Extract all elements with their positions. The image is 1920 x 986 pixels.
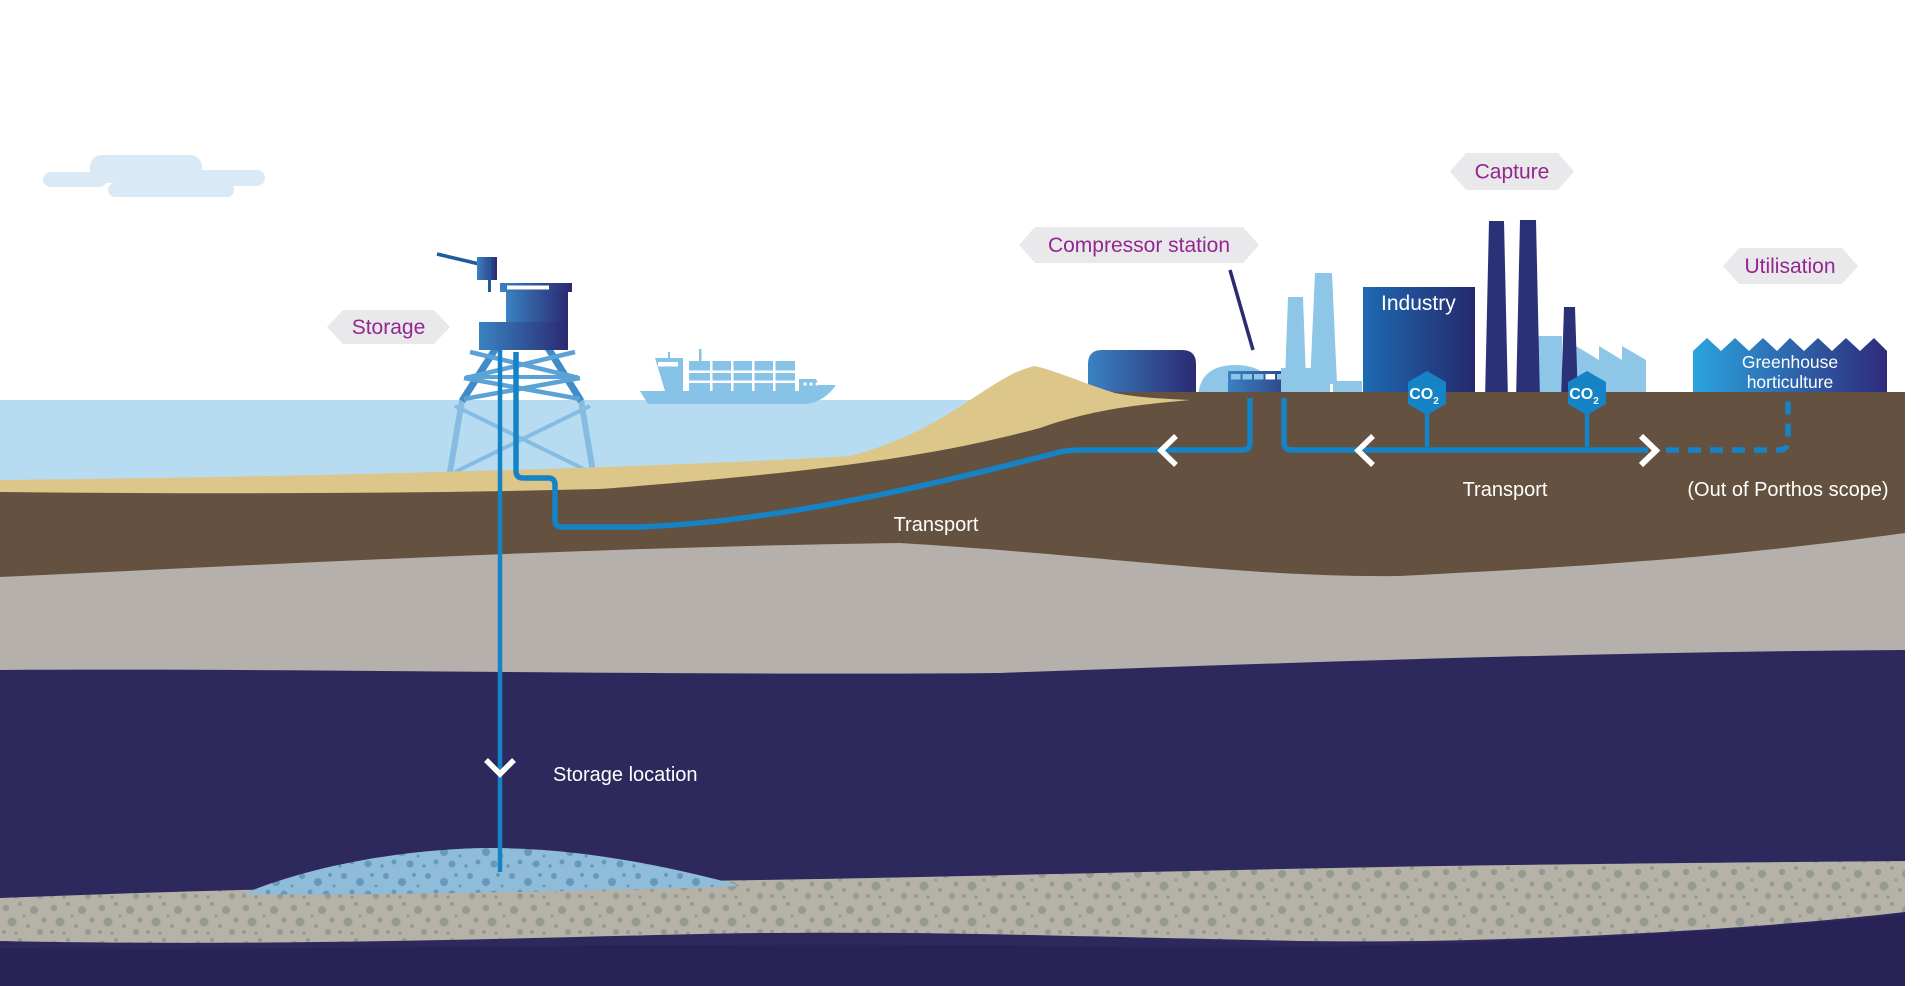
greenhouse-icon	[1693, 338, 1887, 400]
platform-legs	[459, 346, 584, 403]
container-ship-icon	[640, 349, 836, 404]
cloud-icon	[43, 155, 265, 197]
utilisation-badge: Utilisation	[1723, 248, 1858, 284]
flow-chevrons	[484, 433, 1661, 778]
svg-text:CO2: CO2	[1569, 386, 1599, 407]
storage-badge: Storage	[327, 310, 450, 344]
compressor-leader-line	[1228, 269, 1255, 351]
badge-shape	[327, 310, 450, 344]
helideck-slot	[507, 285, 549, 290]
storage-badge-label: Storage	[352, 316, 426, 339]
chevron-left-2	[1354, 434, 1375, 467]
compressor-badge: Compressor station	[1019, 227, 1259, 263]
utilisation-dashed-pipe	[1666, 394, 1791, 453]
crane-hoist	[477, 257, 497, 280]
co2-hexagon-icon	[1408, 371, 1446, 415]
pipelines	[484, 350, 1791, 872]
greenhouse-label-line1: Greenhouse	[1742, 352, 1838, 372]
storage-tank-icon	[1088, 350, 1196, 400]
utilisation-badge-label: Utilisation	[1744, 255, 1835, 278]
ship-detail-lines	[658, 361, 819, 391]
chimneys	[1485, 220, 1578, 400]
co2-badge-1: CO2	[1408, 371, 1446, 415]
sand-layer	[0, 366, 1190, 494]
compressor-badge-label: Compressor station	[1048, 234, 1230, 257]
transport-land-label: Transport	[1463, 479, 1548, 501]
land-pipeline	[1281, 398, 1648, 453]
chevron-left-1	[1157, 434, 1178, 467]
reservoir-dome	[243, 848, 742, 895]
badge-shape	[1723, 248, 1858, 284]
badge-shape	[1019, 227, 1259, 263]
chevron-right-utilisation	[1638, 433, 1661, 468]
platform-deck	[479, 322, 568, 350]
deep-bottom-layer	[0, 915, 1905, 986]
co2-badge-2: CO2	[1568, 371, 1606, 415]
svg-text:CO2: CO2	[1409, 386, 1439, 407]
greenhouse-label-line2: horticulture	[1747, 372, 1834, 392]
badge-shape	[1450, 153, 1574, 190]
capture-badge: Capture	[1450, 153, 1574, 190]
sea-pipeline	[513, 352, 1253, 530]
industry-label: Industry	[1381, 292, 1456, 315]
storage-location-label: Storage location	[553, 764, 698, 786]
chevron-down-storage	[484, 758, 516, 778]
capture-badge-label: Capture	[1475, 161, 1550, 184]
co2-hexagon-icon	[1568, 371, 1606, 415]
platform-mast	[488, 258, 491, 292]
gravel-band	[0, 861, 1905, 943]
out-of-scope-label: (Out of Porthos scope)	[1687, 479, 1888, 501]
transport-sea-label: Transport	[894, 514, 979, 536]
